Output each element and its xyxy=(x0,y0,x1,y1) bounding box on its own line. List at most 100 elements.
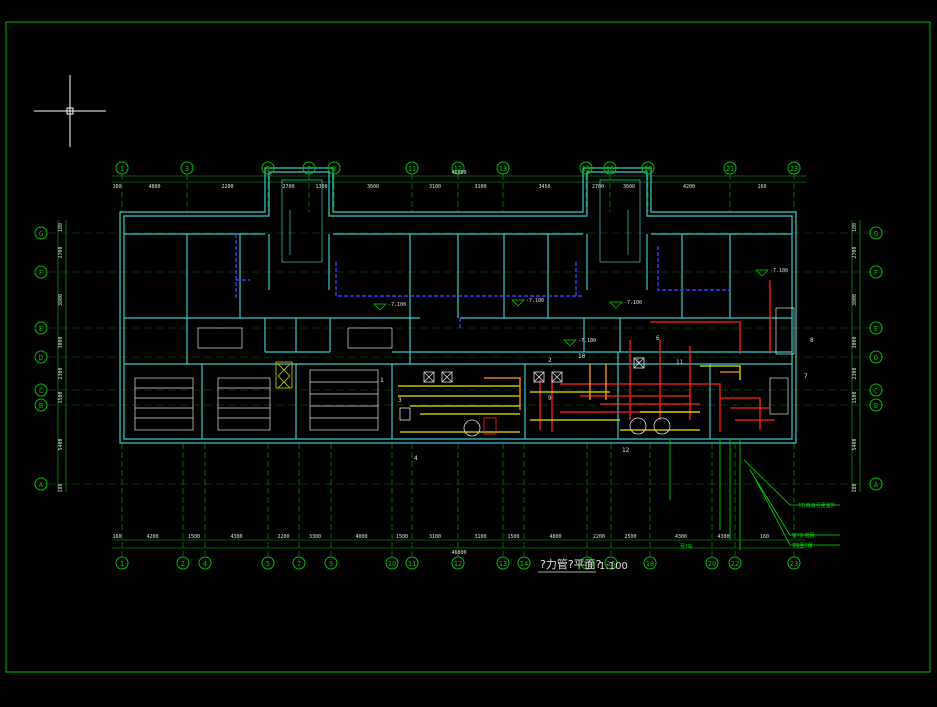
grid-bubble-right xyxy=(869,265,883,279)
grid-label-bottom: 12 xyxy=(454,560,462,568)
grid-bubble-left xyxy=(34,350,48,364)
equipment-number: 3 xyxy=(398,397,402,404)
grid-bubble-bottom xyxy=(324,556,338,570)
equipment-number: 2 xyxy=(548,357,552,364)
grid-label-top: 7 xyxy=(307,165,311,173)
dim-bottom-segment: 3100 xyxy=(429,534,441,540)
grid-bubble-bottom xyxy=(604,556,618,570)
grid-bubble-bottom xyxy=(580,556,594,570)
grid-label-bottom: 9 xyxy=(329,560,333,568)
equipment-number: 8 xyxy=(810,337,814,344)
elevation-label: -7.100 xyxy=(624,300,642,306)
drawing-scale: 1:100 xyxy=(599,561,628,572)
grid-label-bottom: 22 xyxy=(731,560,739,568)
grid-label-right: E xyxy=(874,325,878,333)
grid-label-bottom: 1 xyxy=(120,560,124,568)
dim-right-segment: 2700 xyxy=(852,246,858,258)
dim-total-bottom: 46800 xyxy=(451,550,466,556)
dim-left-segment: 5400 xyxy=(58,438,64,450)
grid-bubble-top xyxy=(261,161,275,175)
grid-label-top: 21 xyxy=(726,165,734,173)
dim-bottom-segment: 3100 xyxy=(474,534,486,540)
elevation-marker-icon xyxy=(609,301,623,309)
grid-bubble-bottom xyxy=(115,556,129,570)
dim-left-segment: 3000 xyxy=(58,336,64,348)
grid-bubble-left xyxy=(34,321,48,335)
dim-right-segment: 1500 xyxy=(852,391,858,403)
dim-top-segment: 3100 xyxy=(474,184,486,190)
dim-bottom-segment: 4300 xyxy=(675,534,687,540)
grid-bubble-right xyxy=(869,226,883,240)
grid-bubble-top xyxy=(603,161,617,175)
grid-bubble-top xyxy=(787,161,801,175)
dim-bottom-segment: 1500 xyxy=(507,534,519,540)
grid-label-left: G xyxy=(39,230,43,238)
dim-left-segment: 180 xyxy=(58,483,64,492)
elevation-marker-icon xyxy=(373,303,387,311)
grid-bubble-bottom xyxy=(496,556,510,570)
dim-top-segment: 4800 xyxy=(148,184,160,190)
dim-top-segment: 3450 xyxy=(538,184,550,190)
pipe-note: 至?站 xyxy=(680,543,693,550)
grid-bubble-right xyxy=(869,383,883,397)
grid-label-right: F xyxy=(874,269,878,277)
grid-label-bottom: 23 xyxy=(790,560,798,568)
grid-bubble-left xyxy=(34,477,48,491)
grid-bubble-left xyxy=(34,265,48,279)
orange-pipes xyxy=(484,364,740,410)
grid-label-right: C xyxy=(874,387,878,395)
grid-bubble-bottom xyxy=(517,556,531,570)
equipment-number: 1 xyxy=(380,377,384,384)
dim-bottom-segment: 4300 xyxy=(717,534,729,540)
dim-bottom-segment: 2200 xyxy=(277,534,289,540)
dim-bottom-segment: 1500 xyxy=(188,534,200,540)
grid-bubble-bottom xyxy=(705,556,719,570)
elevation-marker-icon xyxy=(563,339,577,347)
grid-label-bottom: 11 xyxy=(408,560,416,568)
grid-bubble-top xyxy=(496,161,510,175)
grid-bubble-bottom xyxy=(405,556,419,570)
grid-label-top: 12 xyxy=(454,165,462,173)
grid-label-left: C xyxy=(39,387,43,395)
dim-top-segment: 160 xyxy=(757,184,766,190)
dim-top-segment: 2700 xyxy=(592,184,604,190)
equipment-symbols xyxy=(399,357,671,437)
dim-top-segment: 3100 xyxy=(429,184,441,190)
grid-bubble-bottom xyxy=(261,556,275,570)
grid-label-top: 3 xyxy=(185,165,189,173)
dim-top-segment: 4200 xyxy=(683,184,695,190)
grid-label-right: D xyxy=(874,354,878,362)
equipment-number: 6 xyxy=(656,335,660,342)
outdoor-pipe-leaders xyxy=(669,440,840,550)
dim-left-segment: 2700 xyxy=(58,246,64,258)
dim-left-segment: 3800 xyxy=(58,294,64,306)
dim-bottom-segment: 160 xyxy=(112,534,121,540)
grid-bubble-right xyxy=(869,321,883,335)
grid-label-top: 23 xyxy=(790,165,798,173)
grid-label-left: F xyxy=(39,269,43,277)
grid-label-left: D xyxy=(39,354,43,362)
grid-bubble-top xyxy=(115,161,129,175)
dim-bottom-segment: 4200 xyxy=(146,534,158,540)
dim-left-segment: 2300 xyxy=(58,367,64,379)
yellow-pipes xyxy=(398,365,741,433)
dim-top-segment: 2700 xyxy=(282,184,294,190)
grid-bubble-top xyxy=(641,161,655,175)
equipment-number: 11 xyxy=(676,359,684,366)
building-walls xyxy=(119,167,797,444)
pipe-note: ?接至?器 xyxy=(792,542,812,549)
pipe-note: ?力管道引至室外 xyxy=(798,502,836,509)
dim-right-segment: 3000 xyxy=(852,336,858,348)
grid-label-bottom: 7 xyxy=(297,560,301,568)
grid-label-top: 11 xyxy=(408,165,416,173)
grid-bubble-bottom xyxy=(176,556,190,570)
grid-bubble-top xyxy=(302,161,316,175)
grid-label-top: 15 xyxy=(582,165,590,173)
grid-bubble-left xyxy=(34,226,48,240)
drawing-frame xyxy=(5,21,931,673)
grid-bubble-bottom xyxy=(728,556,742,570)
grid-label-right: G xyxy=(874,230,878,238)
grid-bubble-top xyxy=(327,161,341,175)
